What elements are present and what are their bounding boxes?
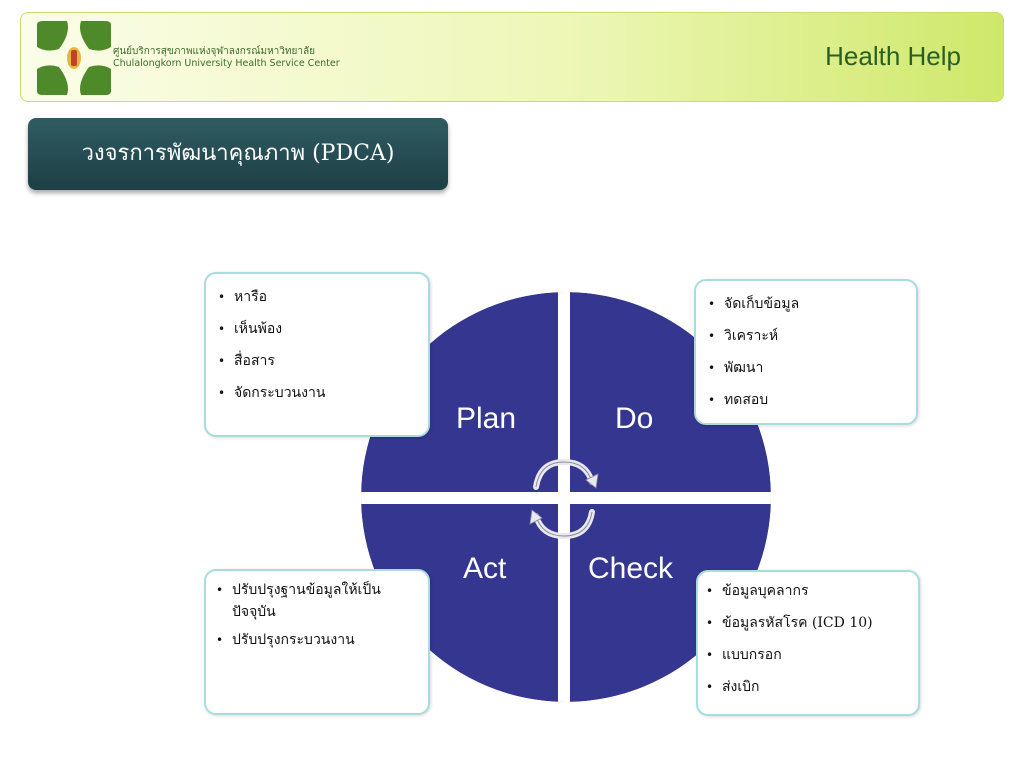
do-list: จัดเก็บข้อมูล วิเคราะห์ พัฒนา ทดสอบ — [702, 293, 908, 411]
do-callout-box: จัดเก็บข้อมูล วิเคราะห์ พัฒนา ทดสอบ — [694, 279, 918, 425]
check-list: ข้อมูลบุคลากร ข้อมูลรหัสโรค (ICD 10) แบบ… — [700, 580, 912, 698]
plan-callout-box: หารือ เห็นพ้อง สื่อสาร จัดกระบวนงาน — [204, 272, 430, 437]
list-item: ปรับปรุงกระบวนงาน — [210, 629, 420, 651]
list-item: ข้อมูลรหัสโรค (ICD 10) — [700, 612, 912, 634]
org-name-thai: ศูนย์บริการสุขภาพแห่งจุฬาลงกรณ์มหาวิทยาล… — [113, 46, 315, 57]
list-item: ส่งเบิก — [700, 676, 912, 698]
list-item: พัฒนา — [702, 357, 908, 379]
page-title: วงจรการพัฒนาคุณภาพ (PDCA) — [28, 118, 448, 190]
list-item: วิเคราะห์ — [702, 325, 908, 347]
list-item: เห็นพ้อง — [212, 318, 420, 340]
list-item: จัดเก็บข้อมูล — [702, 293, 908, 315]
quadrant-label-act: Act — [463, 552, 507, 585]
list-item: จัดกระบวนงาน — [212, 382, 420, 404]
org-name-english: Chulalongkorn University Health Service … — [113, 58, 340, 69]
list-item: ข้อมูลบุคลากร — [700, 580, 912, 602]
plan-list: หารือ เห็นพ้อง สื่อสาร จัดกระบวนงาน — [212, 286, 420, 404]
cycle-arrows-icon — [529, 458, 599, 540]
list-item: หารือ — [212, 286, 420, 308]
four-leaf-logo-icon — [37, 21, 111, 95]
quadrant-label-do: Do — [615, 402, 654, 435]
quadrant-label-check: Check — [588, 552, 674, 585]
act-callout-box: ปรับปรุงฐานข้อมูลให้เป็นปัจจุบัน ปรับปรุ… — [204, 569, 430, 715]
check-callout-box: ข้อมูลบุคลากร ข้อมูลรหัสโรค (ICD 10) แบบ… — [696, 570, 920, 716]
horizontal-divider — [361, 492, 771, 504]
brand-title: Health Help — [825, 41, 961, 71]
list-item: แบบกรอก — [700, 644, 912, 666]
list-item: สื่อสาร — [212, 350, 420, 372]
header-banner: ศูนย์บริการสุขภาพแห่งจุฬาลงกรณ์มหาวิทยาล… — [20, 12, 1004, 102]
act-list: ปรับปรุงฐานข้อมูลให้เป็นปัจจุบัน ปรับปรุ… — [210, 579, 420, 651]
quadrant-label-plan: Plan — [456, 402, 517, 435]
list-item: ทดสอบ — [702, 389, 908, 411]
list-item: ปรับปรุงฐานข้อมูลให้เป็นปัจจุบัน — [210, 579, 420, 623]
